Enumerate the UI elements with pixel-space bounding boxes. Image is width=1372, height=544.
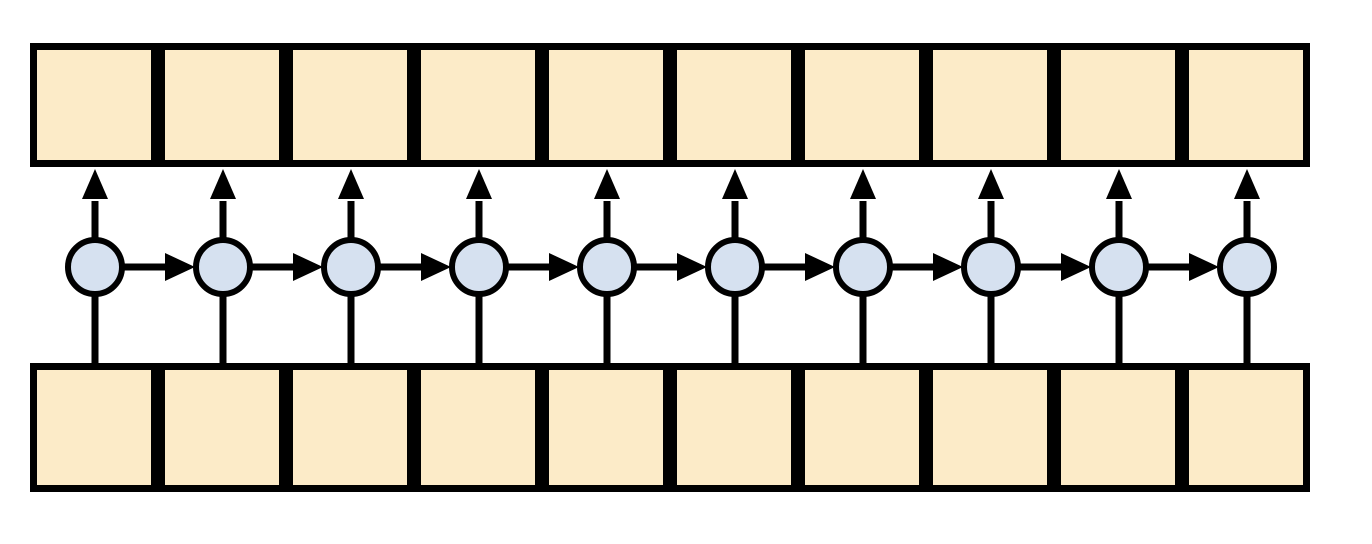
hidden-state-node xyxy=(1089,237,1149,297)
hidden-to-output-arrowhead xyxy=(722,169,748,199)
input-cell xyxy=(670,363,798,492)
output-cell xyxy=(542,43,670,167)
hidden-state-row xyxy=(65,237,1277,297)
input-cell xyxy=(798,363,926,492)
hidden-state-node xyxy=(705,237,765,297)
hidden-to-hidden-arrowhead xyxy=(293,253,323,281)
hidden-state-node xyxy=(833,237,893,297)
output-cell xyxy=(670,43,798,167)
input-sequence-row xyxy=(30,363,1310,492)
hidden-state-node xyxy=(321,237,381,297)
output-cell xyxy=(1182,43,1310,167)
hidden-to-output-arrowhead xyxy=(466,169,492,199)
input-cell xyxy=(542,363,670,492)
input-cell xyxy=(30,363,158,492)
hidden-to-output-arrowhead xyxy=(978,169,1004,199)
hidden-to-hidden-arrowhead xyxy=(549,253,579,281)
hidden-to-hidden-arrowhead xyxy=(677,253,707,281)
input-cell xyxy=(414,363,542,492)
output-cell xyxy=(286,43,414,167)
output-cell xyxy=(30,43,158,167)
output-cell xyxy=(798,43,926,167)
hidden-to-output-arrowhead xyxy=(1106,169,1132,199)
input-row-frame xyxy=(30,363,1310,492)
hidden-state-node xyxy=(577,237,637,297)
output-cell xyxy=(158,43,286,167)
hidden-to-output-arrowhead xyxy=(850,169,876,199)
input-cell xyxy=(926,363,1054,492)
output-cell xyxy=(1054,43,1182,167)
output-cell xyxy=(414,43,542,167)
hidden-to-output-arrowhead xyxy=(82,169,108,199)
hidden-to-output-arrowhead xyxy=(1234,169,1260,199)
input-cell xyxy=(1182,363,1310,492)
hidden-to-hidden-arrowhead xyxy=(805,253,835,281)
connector-edges xyxy=(82,169,1260,363)
output-cell xyxy=(926,43,1054,167)
hidden-to-hidden-arrowhead xyxy=(165,253,195,281)
input-cell xyxy=(286,363,414,492)
hidden-to-hidden-arrowhead xyxy=(933,253,963,281)
hidden-state-node xyxy=(193,237,253,297)
hidden-to-output-arrowhead xyxy=(338,169,364,199)
input-cell xyxy=(158,363,286,492)
hidden-to-hidden-arrowhead xyxy=(1061,253,1091,281)
hidden-to-hidden-arrowhead xyxy=(1189,253,1219,281)
hidden-state-node xyxy=(1217,237,1277,297)
input-cell xyxy=(1054,363,1182,492)
hidden-to-hidden-arrowhead xyxy=(421,253,451,281)
hidden-to-output-arrowhead xyxy=(594,169,620,199)
output-sequence-row xyxy=(30,43,1310,167)
output-row-frame xyxy=(30,43,1310,167)
hidden-state-node xyxy=(961,237,1021,297)
hidden-state-node xyxy=(449,237,509,297)
hidden-state-node xyxy=(65,237,125,297)
hidden-to-output-arrowhead xyxy=(210,169,236,199)
